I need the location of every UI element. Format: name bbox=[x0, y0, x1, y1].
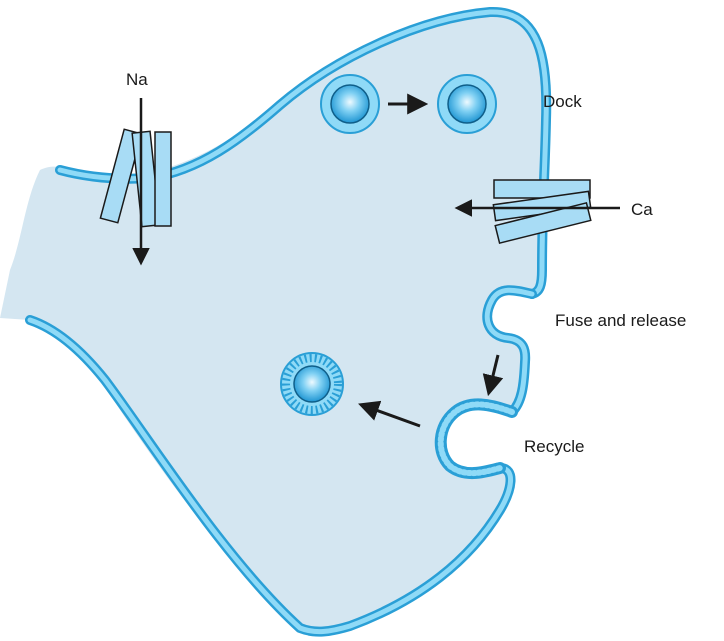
label-dock: Dock bbox=[543, 92, 582, 112]
vesicle-icon bbox=[321, 75, 379, 133]
label-fuse-and-release: Fuse and release bbox=[555, 311, 686, 331]
vesicle-icon bbox=[438, 75, 496, 133]
label-ca: Ca bbox=[631, 200, 653, 220]
vesicle-icon bbox=[281, 353, 343, 415]
label-na: Na bbox=[126, 70, 148, 90]
label-recycle: Recycle bbox=[524, 437, 584, 457]
